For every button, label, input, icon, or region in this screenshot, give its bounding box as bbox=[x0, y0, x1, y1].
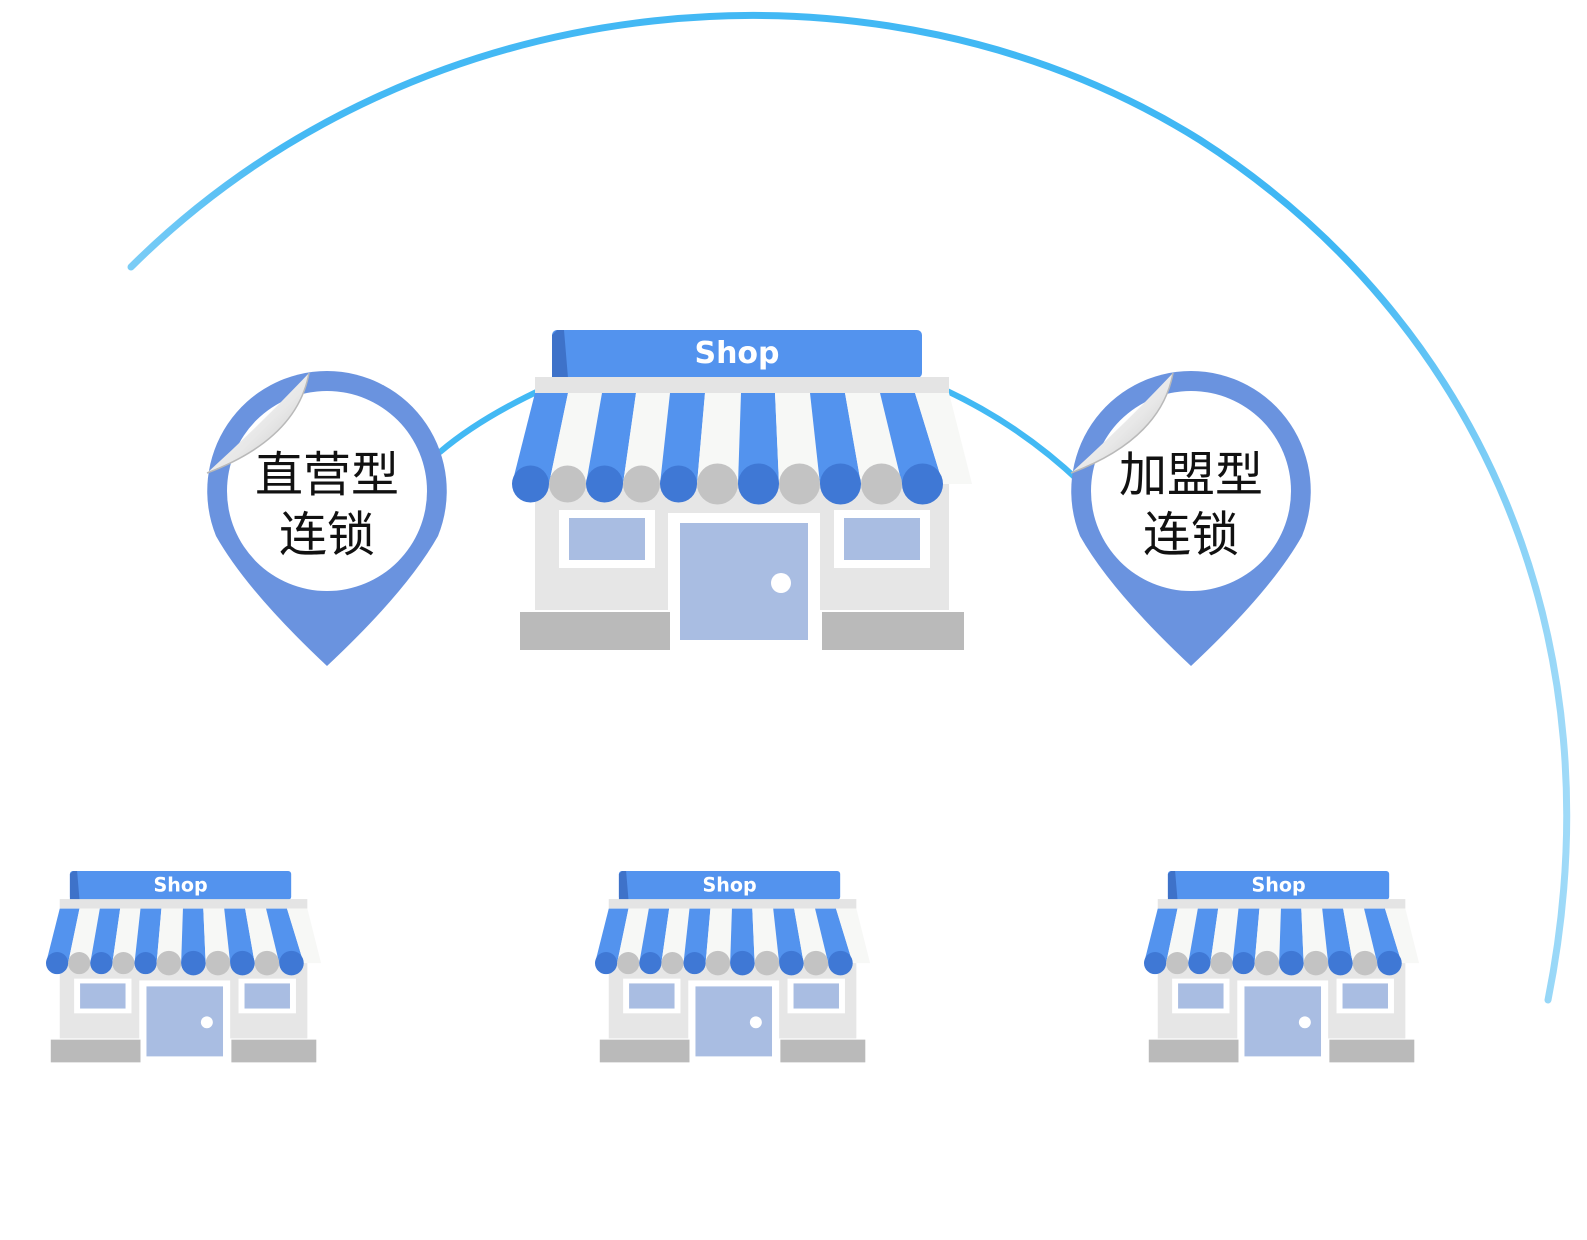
storefront-icon bbox=[46, 871, 322, 1063]
main-shop-sign: Shop bbox=[694, 336, 779, 371]
storefront-icon bbox=[595, 871, 871, 1063]
franchise-chain-pin: 加盟型 连锁 bbox=[1070, 370, 1312, 667]
connector-line-right bbox=[942, 387, 1083, 485]
branch-shop-left-sign: Shop bbox=[153, 873, 207, 896]
franchise-pin-line2: 连锁 bbox=[1143, 507, 1239, 563]
branch-shop-center-sign: Shop bbox=[702, 873, 756, 896]
branch-shop-center: Shop bbox=[595, 871, 871, 1063]
branch-shop-right: Shop bbox=[1144, 871, 1420, 1063]
outer-arc bbox=[127, 12, 1571, 1004]
connector-line-left bbox=[437, 385, 548, 455]
storefront-icon bbox=[1144, 871, 1420, 1063]
direct-pin-line1: 直营型 bbox=[255, 447, 399, 503]
main-shop: Shop bbox=[512, 330, 972, 650]
storefront-icon bbox=[512, 330, 972, 650]
branch-shop-right-sign: Shop bbox=[1251, 873, 1305, 896]
direct-pin-line2: 连锁 bbox=[279, 507, 375, 563]
branch-shop-left: Shop bbox=[46, 871, 322, 1063]
franchise-pin-line1: 加盟型 bbox=[1119, 447, 1263, 503]
direct-chain-pin: 直营型 连锁 bbox=[206, 370, 448, 667]
